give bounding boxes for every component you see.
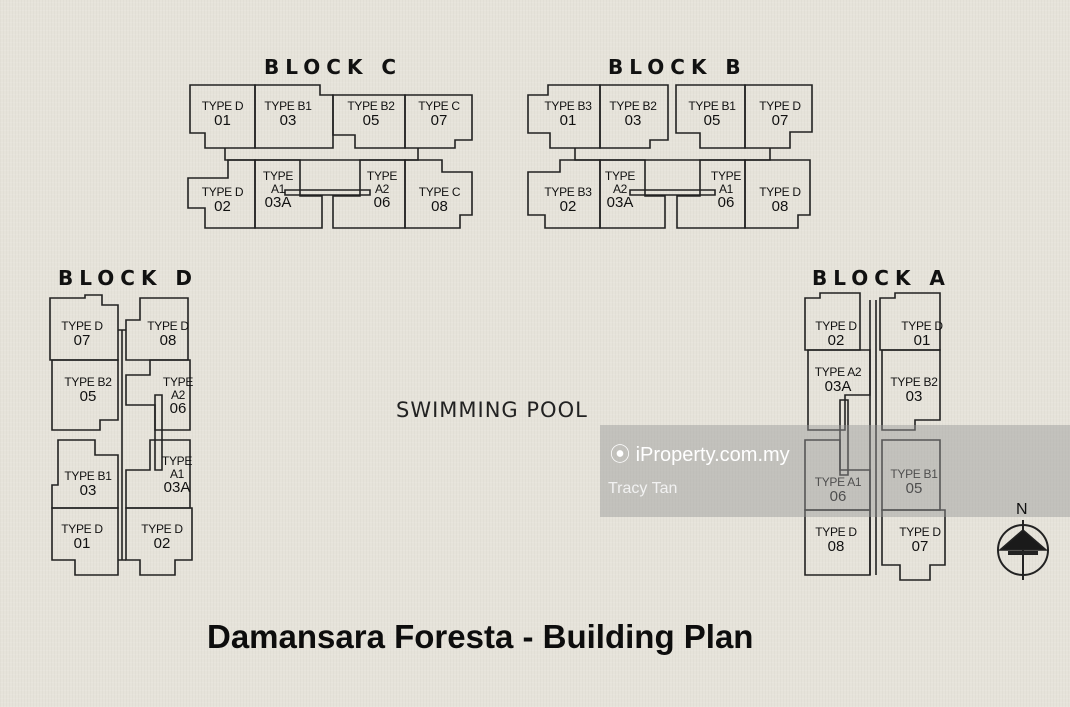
block-c-title: BLOCK C <box>264 55 403 79</box>
block-b-outline <box>527 84 813 229</box>
block-b-title: BLOCK B <box>608 55 747 79</box>
block-c-outline <box>187 84 473 229</box>
page-caption: Damansara Foresta - Building Plan <box>207 618 754 655</box>
block-a-outline <box>804 292 946 581</box>
swimming-pool-label: SWIMMING POOL <box>396 398 588 422</box>
location-pin-icon: ⦿ <box>610 444 630 466</box>
watermark-band <box>600 425 1070 517</box>
block-d-title: BLOCK D <box>58 266 199 290</box>
block-a-title: BLOCK A <box>812 266 951 290</box>
watermark-agent: Tracy Tan <box>608 480 678 497</box>
watermark-brand: ⦿ iProperty.com.my <box>610 444 790 466</box>
compass-north-label: N <box>1016 501 1028 518</box>
block-d-outline <box>49 294 193 576</box>
north-compass-icon <box>997 520 1049 580</box>
